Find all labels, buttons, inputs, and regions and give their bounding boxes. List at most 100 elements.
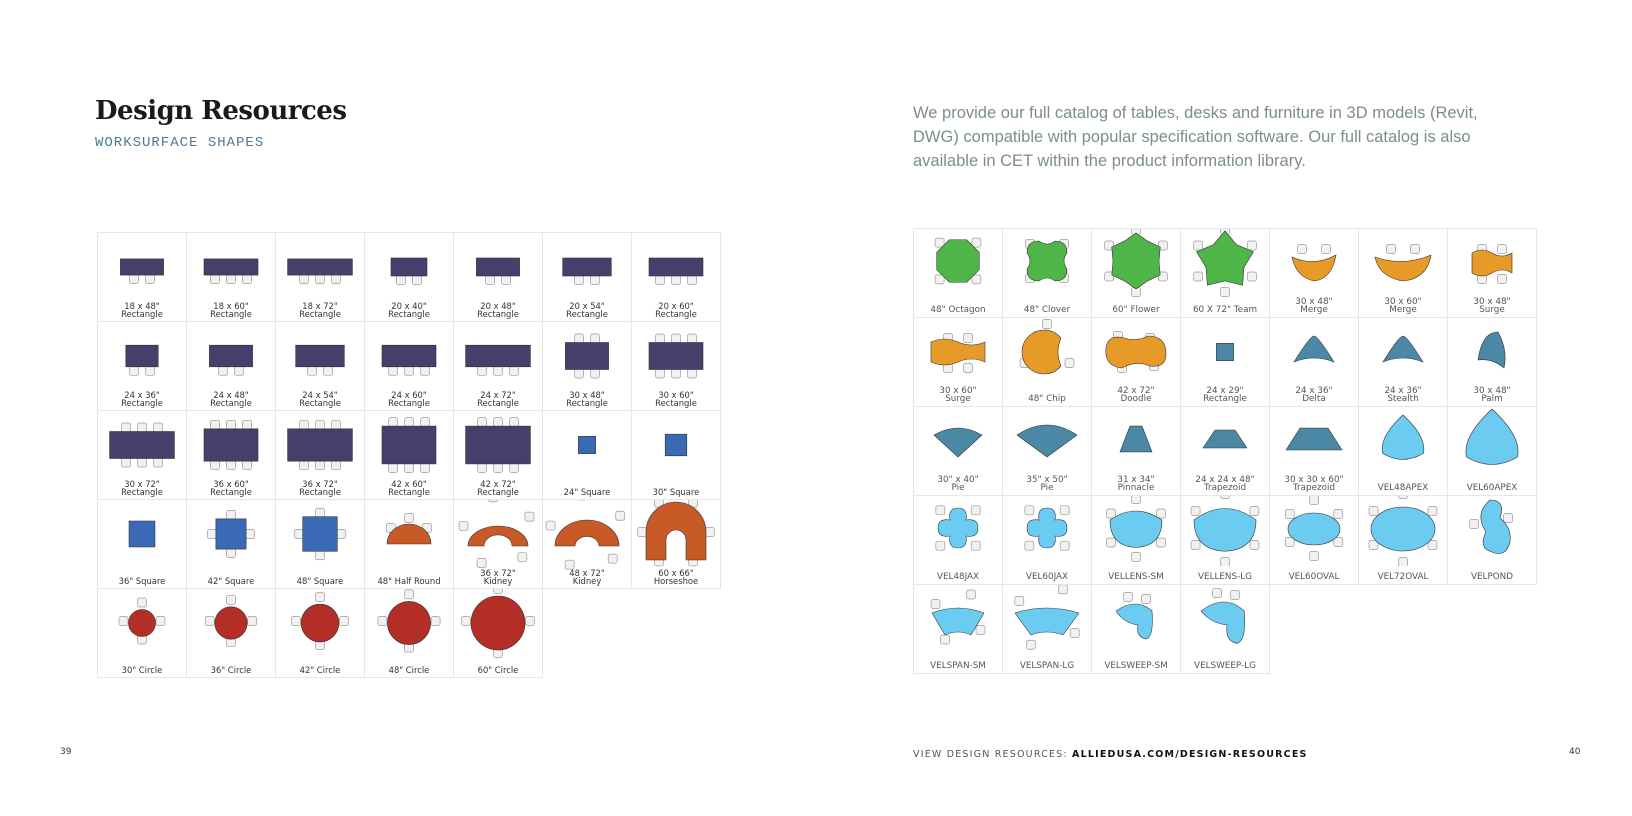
shape-label: VEL60JAX	[1025, 572, 1069, 583]
horseshoe-table-icon	[637, 500, 715, 567]
rect-table-icon	[125, 344, 159, 376]
rect-table-icon	[381, 417, 437, 473]
rect-table-icon	[562, 257, 612, 285]
square-table-icon	[1216, 343, 1234, 361]
shape-label: 24 x 60"Rectangle	[388, 389, 430, 409]
shape-label: 60" Circle	[477, 665, 519, 676]
shape-label: 30" x 40"Pie	[937, 474, 979, 494]
shape-tile-36-x-60-rectangle: 36 x 60"Rectangle	[187, 411, 276, 500]
shape-label: 31 x 34"Pinnacle	[1117, 474, 1155, 494]
shape-label: 36 x 72"Rectangle	[299, 478, 341, 498]
surge-table-icon	[930, 333, 986, 373]
shape-label: 42 x 60"Rectangle	[388, 478, 430, 498]
shape-tile-30-square: 30" Square	[632, 411, 721, 500]
shape-tile-18-x-60-rectangle: 18 x 60"Rectangle	[187, 233, 276, 322]
rect-table-icon	[203, 258, 259, 284]
shape-tile-30-x-48-rectangle: 30 x 48"Rectangle	[543, 322, 632, 411]
shape-label: 30 x 48"Palm	[1473, 385, 1511, 405]
shape-tile-36-x-72-kidney: 36 x 72"Kidney	[454, 500, 543, 589]
shape-label: VELSWEEP-SM	[1104, 661, 1168, 672]
shape-label: VELLENS-LG	[1198, 572, 1252, 583]
square-table-icon	[207, 510, 255, 558]
shape-label: VELLENS-SM	[1108, 572, 1164, 583]
shape-label: 30 x 60"Surge	[939, 385, 977, 405]
shape-label: VEL72OVAL	[1377, 572, 1429, 583]
merge-table-icon	[1291, 244, 1337, 282]
trapezoid-table-icon	[1285, 427, 1343, 451]
shape-label: VEL60OVAL	[1288, 572, 1340, 583]
shape-label: 30 x 48"Rectangle	[566, 389, 608, 409]
shape-tile-60-flower: 60" Flower	[1092, 229, 1181, 318]
shape-tile-vel60jax: VEL60JAX	[1003, 496, 1092, 585]
shape-tile-24-x-29-rectangle: 24 x 29"Rectangle	[1181, 318, 1270, 407]
flower-table-icon	[1104, 229, 1168, 297]
shape-tile-48-circle: 48" Circle	[365, 589, 454, 678]
shape-tile-36-circle: 36" Circle	[187, 589, 276, 678]
circle-table-icon	[461, 589, 535, 658]
shape-label: 24 x 72"Rectangle	[477, 389, 519, 409]
chip-table-icon	[1019, 319, 1075, 375]
shape-tile-24-x-36-stealth: 24 x 36"Stealth	[1359, 318, 1448, 407]
shape-tile-vel48apex: VEL48APEX	[1359, 407, 1448, 496]
shape-label: VEL48APEX	[1377, 483, 1429, 494]
palm-table-icon	[1477, 331, 1506, 369]
span-table-icon	[930, 589, 986, 645]
circle-table-icon	[204, 594, 258, 648]
shape-label: 20 x 48"Rectangle	[477, 300, 519, 320]
shape-label: 30" Square	[652, 487, 700, 498]
octagon-table-icon	[934, 237, 982, 285]
kidney-table-icon	[545, 500, 626, 570]
shape-label: 42" Square	[207, 576, 255, 587]
shape-label: 24 x 36"Delta	[1295, 385, 1333, 405]
shape-tile-24-square: 24" Square	[543, 411, 632, 500]
rect-table-icon	[109, 422, 175, 468]
shape-tile-20-x-60-rectangle: 20 x 60"Rectangle	[632, 233, 721, 322]
shape-label: 30 x 48"Surge	[1473, 296, 1511, 316]
shape-tile-24-x-54-rectangle: 24 x 54"Rectangle	[276, 322, 365, 411]
shape-label: VELPOND	[1470, 572, 1514, 583]
shape-label: VELSPAN-LG	[1019, 661, 1075, 672]
shape-label: 20 x 54"Rectangle	[566, 300, 608, 320]
shape-tile-24-x-36-rectangle: 24 x 36"Rectangle	[98, 322, 187, 411]
rect-table-icon	[120, 258, 164, 284]
shape-tile-30-x-40-pie: 30" x 40"Pie	[914, 407, 1003, 496]
shape-tile-24-x-24-x-48-trapezoid: 24 x 24 x 48"Trapezoid	[1181, 407, 1270, 496]
shape-tile-42-x-60-rectangle: 42 x 60"Rectangle	[365, 411, 454, 500]
shape-tile-42-square: 42" Square	[187, 500, 276, 589]
shape-tile-36-square: 36" Square	[98, 500, 187, 589]
shape-tile-36-x-72-rectangle: 36 x 72"Rectangle	[276, 411, 365, 500]
shape-label: 42 x 72"Rectangle	[477, 478, 519, 498]
rect-table-icon	[465, 344, 531, 376]
kidney-table-icon	[458, 500, 535, 568]
shape-label: 18 x 60"Rectangle	[210, 300, 252, 320]
shape-tile-velspan-lg: VELSPAN-LG	[1003, 585, 1092, 674]
design-resources-link[interactable]: ALLIEDUSA.COM/DESIGN-RESOURCES	[1072, 749, 1308, 760]
shape-tile-42-x-72-rectangle: 42 x 72"Rectangle	[454, 411, 543, 500]
circle-table-icon	[291, 592, 349, 650]
trapezoid-table-icon	[1202, 429, 1248, 449]
design-resources-footer: VIEW DESIGN RESOURCES: ALLIEDUSA.COM/DES…	[913, 749, 1308, 760]
shape-tile-60-circle: 60" Circle	[454, 589, 543, 678]
span-table-icon	[1014, 585, 1080, 650]
shape-tile-30-x-48-palm: 30 x 48"Palm	[1448, 318, 1537, 407]
team-table-icon	[1193, 229, 1257, 297]
shape-tile-30-x-60-surge: 30 x 60"Surge	[914, 318, 1003, 407]
shape-tile-vel60oval: VEL60OVAL	[1270, 496, 1359, 585]
shape-tile-30-x-60-rectangle: 30 x 60"Rectangle	[632, 322, 721, 411]
shape-tile-18-x-72-rectangle: 18 x 72"Rectangle	[276, 233, 365, 322]
square-table-icon	[293, 507, 347, 561]
rect-table-icon	[381, 344, 437, 376]
shape-label: 48 x 72"Kidney	[569, 567, 605, 587]
shape-tile-30-x-30-x-60-trapezoid: 30 x 30 x 60"Trapezoid	[1270, 407, 1359, 496]
shape-label: VELSPAN-SM	[930, 661, 986, 672]
merge-table-icon	[1374, 244, 1432, 282]
shape-tile-24-x-60-rectangle: 24 x 60"Rectangle	[365, 322, 454, 411]
pond-table-icon	[1469, 499, 1513, 554]
sweep-table-icon	[1115, 592, 1153, 640]
shape-tile-48-octagon: 48" Octagon	[914, 229, 1003, 318]
shape-label: 60 x 66"Horseshoe	[653, 567, 699, 587]
shape-label: 20 x 40"Rectangle	[388, 300, 430, 320]
page-number-left: 39	[60, 747, 72, 757]
doodle-table-icon	[1105, 331, 1167, 373]
